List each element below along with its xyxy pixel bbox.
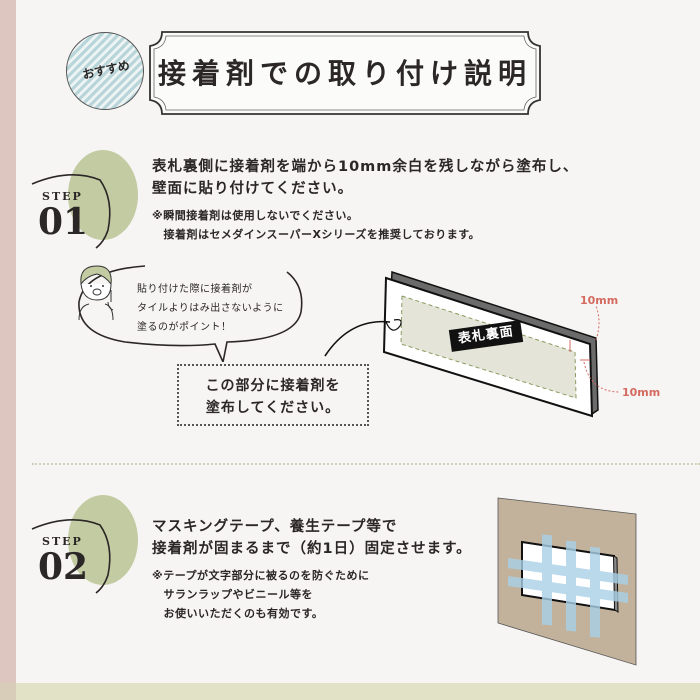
step-arc-icon: [31, 174, 111, 249]
step-circle-icon: [68, 495, 138, 585]
ornate-frame-icon: [149, 31, 541, 115]
step-02-marker: STEP 02: [30, 495, 140, 595]
step-arc-icon: [31, 519, 111, 594]
tip-speech-bubble: 貼り付けた際に接着剤が タイルよりはみ出さないように 塗るのがポイント！: [75, 262, 315, 362]
section-divider: [32, 463, 700, 465]
step-01-marker: STEP 01: [30, 150, 140, 250]
step-number: 01: [38, 201, 89, 243]
margin-side-measure: 10mm: [622, 386, 661, 399]
tip-line: 塗るのがポイント！: [137, 322, 232, 333]
note-line: 接着剤はセメダインスーパーXシリーズを推奨しております。: [152, 228, 481, 241]
bottom-band: [0, 683, 700, 700]
note-line: サランラップやビニール等を: [152, 588, 313, 601]
badge-label: おすすめ: [81, 58, 132, 82]
left-decorative-stripe: [0, 0, 16, 700]
step-01-notes: ※瞬間接着剤は使用しないでください。 接着剤はセメダインスーパーXシリーズを推奨…: [152, 206, 480, 244]
speech-bubble-icon: [78, 265, 303, 362]
bottom-band-corner: [0, 683, 16, 700]
callout-text: この部分に接着剤を 塗布してください。: [179, 375, 367, 419]
page-title: 接着剤での取り付け説明: [157, 57, 532, 90]
tip-line: 貼り付けた際に接着剤が: [137, 284, 253, 295]
taped-nameplate-diagram: [497, 497, 637, 666]
margin-top-measure: 10mm: [580, 294, 619, 307]
instruction-line: 接着剤が固まるまで（約1日）固定させます。: [152, 541, 472, 557]
step-02-instructions: マスキングテープ、養生テープ等で 接着剤が固まるまで（約1日）固定させます。: [152, 516, 472, 560]
note-line: お使いいただくのも有効です。: [152, 607, 324, 620]
person-avatar-icon: [78, 265, 114, 320]
callout-line: この部分に接着剤を: [205, 378, 341, 394]
instruction-line: マスキングテープ、養生テープ等で: [152, 519, 398, 535]
recommend-badge: おすすめ: [66, 32, 144, 110]
tip-text: 貼り付けた際に接着剤が タイルよりはみ出さないように 塗るのがポイント！: [137, 280, 284, 337]
note-line: ※瞬間接着剤は使用しないでください。: [152, 209, 359, 222]
step-circle-icon: [68, 150, 138, 240]
note-line: ※テープが文字部分に被るのを防ぐために: [152, 569, 370, 582]
tip-line: タイルよりはみ出さないように: [137, 303, 284, 314]
instruction-line: 壁面に貼り付けてください。: [152, 181, 354, 197]
step-02-notes: ※テープが文字部分に被るのを防ぐために サランラップやビニール等を お使いいただ…: [152, 566, 370, 623]
step-number: 02: [38, 546, 89, 588]
instruction-line: 表札裏側に接着剤を端から10mm余白を残しながら塗布し、: [152, 159, 579, 175]
apply-adhesive-callout: この部分に接着剤を 塗布してください。: [177, 364, 369, 426]
step-label: STEP: [42, 190, 83, 203]
step-01-instructions: 表札裏側に接着剤を端から10mm余白を残しながら塗布し、 壁面に貼り付けてくださ…: [152, 156, 578, 200]
title-banner: 接着剤での取り付け説明: [148, 30, 542, 116]
callout-line: 塗布してください。: [205, 400, 341, 416]
step-label: STEP: [42, 535, 83, 548]
